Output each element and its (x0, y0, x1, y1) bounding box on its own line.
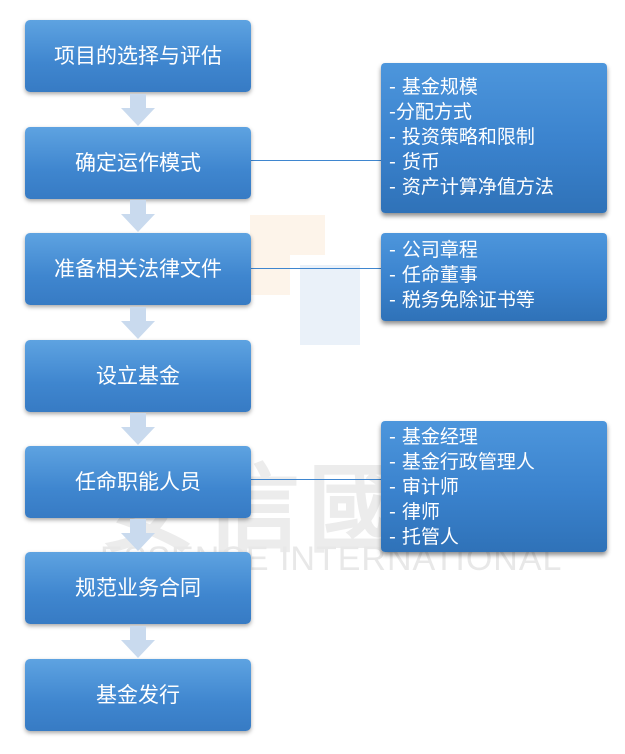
step-label: 项目的选择与评估 (54, 44, 222, 68)
panel-item: - 投资策略和限制 (389, 126, 535, 148)
detail-panel-operation: - 基金规模 -分配方式 - 投资策略和限制 - 货币 - 资产计算净值方法 (381, 63, 607, 213)
panel-item: - 资产计算净值方法 (389, 176, 554, 198)
panel-item: - 基金经理 (389, 426, 478, 448)
step-box-2: 确定运作模式 (25, 127, 251, 199)
panel-item: - 基金行政管理人 (389, 451, 535, 473)
panel-item: - 托管人 (389, 526, 459, 548)
panel-item: -分配方式 (389, 101, 472, 123)
step-label: 任命职能人员 (75, 470, 201, 494)
panel-item: - 公司章程 (389, 239, 478, 261)
step-box-4: 设立基金 (25, 340, 251, 412)
step-label: 确定运作模式 (75, 151, 201, 175)
down-arrow-icon (121, 307, 155, 339)
panel-item: - 任命董事 (389, 264, 478, 286)
detail-panel-personnel: - 基金经理 - 基金行政管理人 - 审计师 - 律师 - 托管人 (381, 421, 607, 552)
panel-item: - 基金规模 (389, 76, 478, 98)
detail-panel-legal-docs: - 公司章程 - 任命董事 - 税务免除证书等 (381, 233, 607, 321)
down-arrow-icon (121, 200, 155, 232)
connector-line-2 (251, 268, 381, 269)
step-box-3: 准备相关法律文件 (25, 233, 251, 305)
step-box-7: 基金发行 (25, 659, 251, 731)
down-arrow-icon (121, 413, 155, 445)
connector-line-3 (251, 479, 381, 480)
step-box-1: 项目的选择与评估 (25, 20, 251, 92)
watermark-logo-icon (250, 215, 360, 345)
step-label: 设立基金 (96, 364, 180, 388)
down-arrow-icon (121, 626, 155, 658)
panel-item: - 审计师 (389, 476, 459, 498)
step-label: 准备相关法律文件 (54, 257, 222, 281)
step-label: 规范业务合同 (75, 576, 201, 600)
step-box-6: 规范业务合同 (25, 552, 251, 624)
connector-line-1 (251, 160, 381, 161)
down-arrow-icon (121, 94, 155, 126)
panel-item: - 货币 (389, 151, 440, 173)
down-arrow-icon (121, 519, 155, 551)
panel-item: - 税务免除证书等 (389, 289, 535, 311)
step-box-5: 任命职能人员 (25, 446, 251, 518)
panel-item: - 律师 (389, 501, 440, 523)
step-label: 基金发行 (96, 683, 180, 707)
